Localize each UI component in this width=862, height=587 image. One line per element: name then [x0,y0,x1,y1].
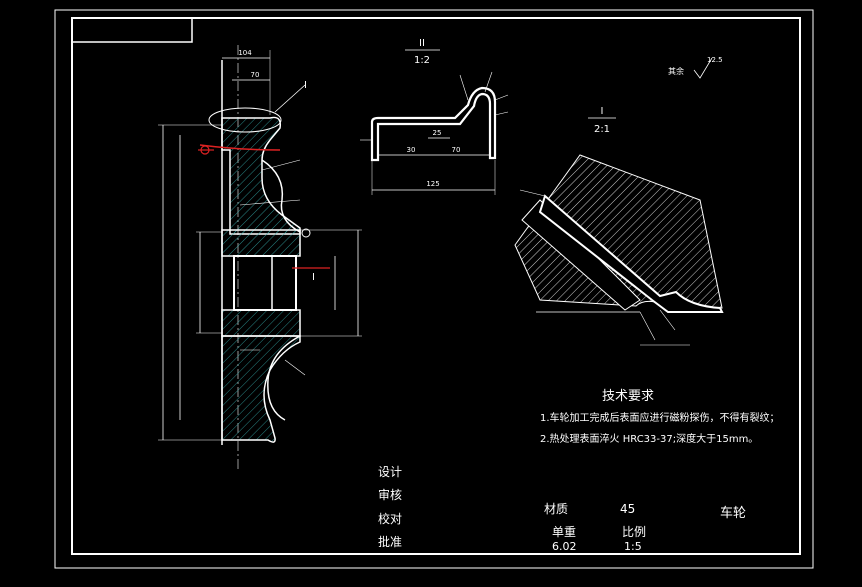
roughness-value: 12.5 [707,56,723,64]
tech-item-2: 2.热处理表面淬火 HRC33-37;深度大于15mm。 [540,434,759,445]
detail-I-scale: 2:1 [594,124,610,135]
scale-value: 1:5 [624,540,642,553]
sheet-border [54,9,814,569]
detail-II-view: II 1:2 125 30 70 25 [360,38,509,195]
scale-label: 比例 [622,525,647,539]
detail-II-scale: 1:2 [414,55,430,66]
roughness-symbol-icon [693,57,713,79]
drawing-frame [71,17,801,555]
weight-label: 单重 [552,525,577,539]
tech-item-1: 1.车轮加工完成后表面应进行磁粉探伤，不得有裂纹； [540,413,780,424]
detail-I-label: I [601,106,604,117]
corner-box [71,17,193,43]
dim-125: 125 [426,180,439,188]
dim-top-a: 104 [238,49,252,57]
tech-title: 技术要求 [602,389,655,404]
wheel-section-view: 104 70 I I [158,45,362,470]
material-value: 45 [620,502,636,516]
material-label: 材质 [544,502,569,516]
part-name: 车轮 [720,506,747,521]
roughness-note: 其余 [668,66,684,76]
label-design: 设计 [378,465,403,479]
dim-70: 70 [452,146,461,154]
section-marker: I [312,272,315,283]
detail-I-view: I 2:1 [514,106,724,346]
dim-30: 30 [407,146,416,154]
detail-II-label: II [419,38,425,49]
label-review: 审核 [378,488,403,502]
section-marker-detail: I [304,80,307,91]
dim-25: 25 [433,129,442,137]
label-approve: 批准 [378,535,403,549]
dim-top-b: 70 [251,71,260,79]
label-proofread: 校对 [378,512,403,526]
weight-value: 6.02 [552,540,577,553]
